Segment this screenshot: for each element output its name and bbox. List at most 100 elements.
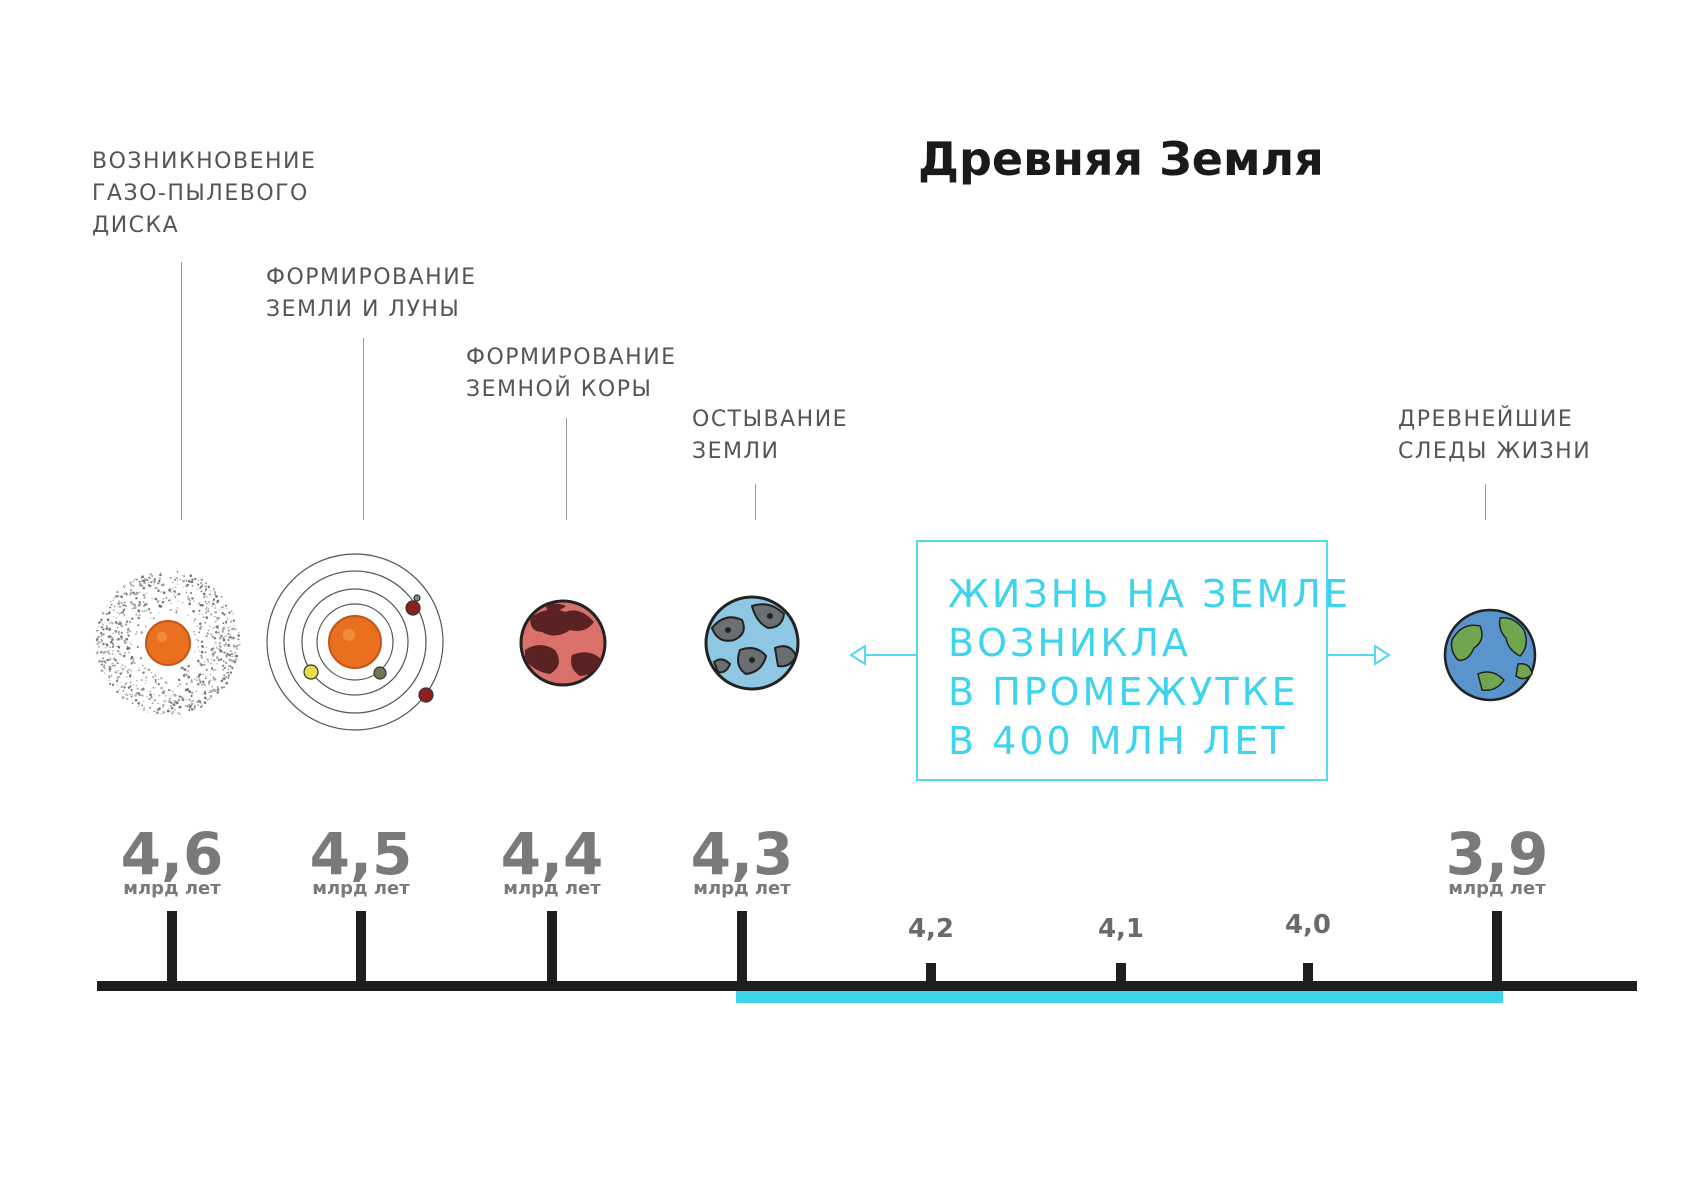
dust-particle — [179, 668, 181, 670]
dust-particle — [149, 573, 152, 576]
dust-particle — [202, 682, 206, 686]
connector-line — [363, 338, 364, 520]
dust-particle — [225, 675, 227, 678]
dust-particle — [197, 579, 200, 581]
dust-particle — [190, 680, 193, 683]
dust-particle — [218, 636, 222, 640]
dust-particle — [142, 671, 145, 674]
event-line: ДРЕВНЕЙШИЕ — [1398, 407, 1574, 432]
dust-particle — [198, 631, 201, 634]
dust-particle — [215, 646, 218, 648]
event-line: ДИСКА — [92, 213, 180, 238]
dust-particle — [100, 626, 103, 629]
dust-particle — [171, 711, 174, 714]
dust-particle — [199, 604, 202, 607]
dust-particle — [209, 698, 211, 700]
dust-particle — [228, 653, 231, 657]
dust-particle — [205, 668, 209, 672]
dust-particle — [224, 661, 228, 665]
dust-particle — [120, 681, 122, 683]
dust-particle — [129, 681, 132, 684]
dust-particle — [219, 658, 223, 661]
dust-particle — [201, 693, 204, 695]
dust-particle — [226, 618, 229, 620]
dust-particle — [214, 620, 217, 623]
dust-particle — [108, 676, 111, 679]
dust-particle — [219, 645, 222, 649]
dust-particle — [205, 675, 207, 678]
dust-particle — [201, 613, 203, 616]
dust-particle — [173, 590, 176, 593]
dust-particle — [154, 597, 158, 601]
dust-particle — [118, 613, 121, 615]
dust-particle — [231, 666, 234, 670]
dust-particle — [102, 633, 105, 636]
dust-particle — [206, 606, 208, 608]
dust-particle — [200, 590, 203, 593]
dust-particle — [142, 586, 146, 590]
dust-particle — [162, 707, 164, 709]
dust-particle — [232, 613, 234, 615]
dust-particle — [200, 705, 203, 708]
dust-particle — [232, 644, 236, 648]
dust-particle — [166, 682, 168, 685]
dust-particle — [108, 658, 112, 661]
dust-particle — [221, 630, 224, 633]
dust-particle — [211, 649, 214, 652]
dust-particle — [176, 694, 178, 697]
dust-particle — [142, 594, 145, 597]
dust-particle — [209, 593, 211, 596]
dust-particle — [119, 605, 122, 608]
dust-particle — [196, 701, 199, 703]
dust-particle — [145, 626, 147, 628]
dust-particle — [225, 655, 228, 657]
dust-particle — [125, 607, 127, 609]
dust-particle — [190, 580, 194, 584]
dust-particle — [211, 605, 213, 608]
life-interval-bar — [736, 991, 1503, 1003]
dust-particle — [214, 610, 217, 614]
dust-particle — [121, 696, 125, 699]
dust-particle — [147, 581, 150, 584]
dust-particle — [178, 683, 182, 686]
dust-particle — [132, 660, 135, 663]
dust-particle — [209, 603, 211, 605]
dust-particle — [227, 676, 230, 679]
dust-particle — [207, 585, 211, 589]
dust-particle — [222, 677, 226, 680]
dust-particle — [129, 593, 132, 596]
dust-particle — [163, 700, 166, 703]
dust-particle — [227, 645, 230, 648]
dust-particle — [151, 575, 154, 577]
dust-particle — [212, 654, 215, 657]
dust-particle — [203, 585, 206, 587]
event-line: ФОРМИРОВАНИЕ — [266, 265, 477, 290]
dust-particle — [101, 650, 103, 653]
dust-particle — [139, 584, 141, 586]
dust-particle — [237, 638, 240, 641]
dust-particle — [157, 708, 160, 711]
dust-particle — [181, 601, 184, 604]
dust-particle — [130, 695, 133, 698]
dust-particle — [197, 603, 199, 605]
dust-particle — [193, 633, 196, 636]
dust-particle — [161, 583, 164, 586]
dust-particle — [221, 686, 223, 689]
dust-particle — [188, 580, 191, 583]
dust-particle — [194, 618, 197, 621]
dust-particle — [116, 677, 119, 680]
dust-particle — [234, 629, 236, 631]
event-label-life-traces: ДРЕВНЕЙШИЕ СЛЕДЫ ЖИЗНИ — [1398, 404, 1591, 468]
dust-particle — [217, 631, 220, 634]
dust-particle — [125, 593, 128, 595]
dust-particle — [126, 642, 128, 644]
dust-particle — [96, 642, 99, 645]
major-tick — [356, 911, 366, 981]
dust-particle — [190, 708, 194, 711]
major-tick-value: 3,9 — [1445, 820, 1549, 888]
connector-line — [181, 262, 182, 520]
dust-particle — [134, 694, 137, 697]
dust-particle — [129, 584, 131, 586]
dust-particle — [160, 713, 162, 715]
